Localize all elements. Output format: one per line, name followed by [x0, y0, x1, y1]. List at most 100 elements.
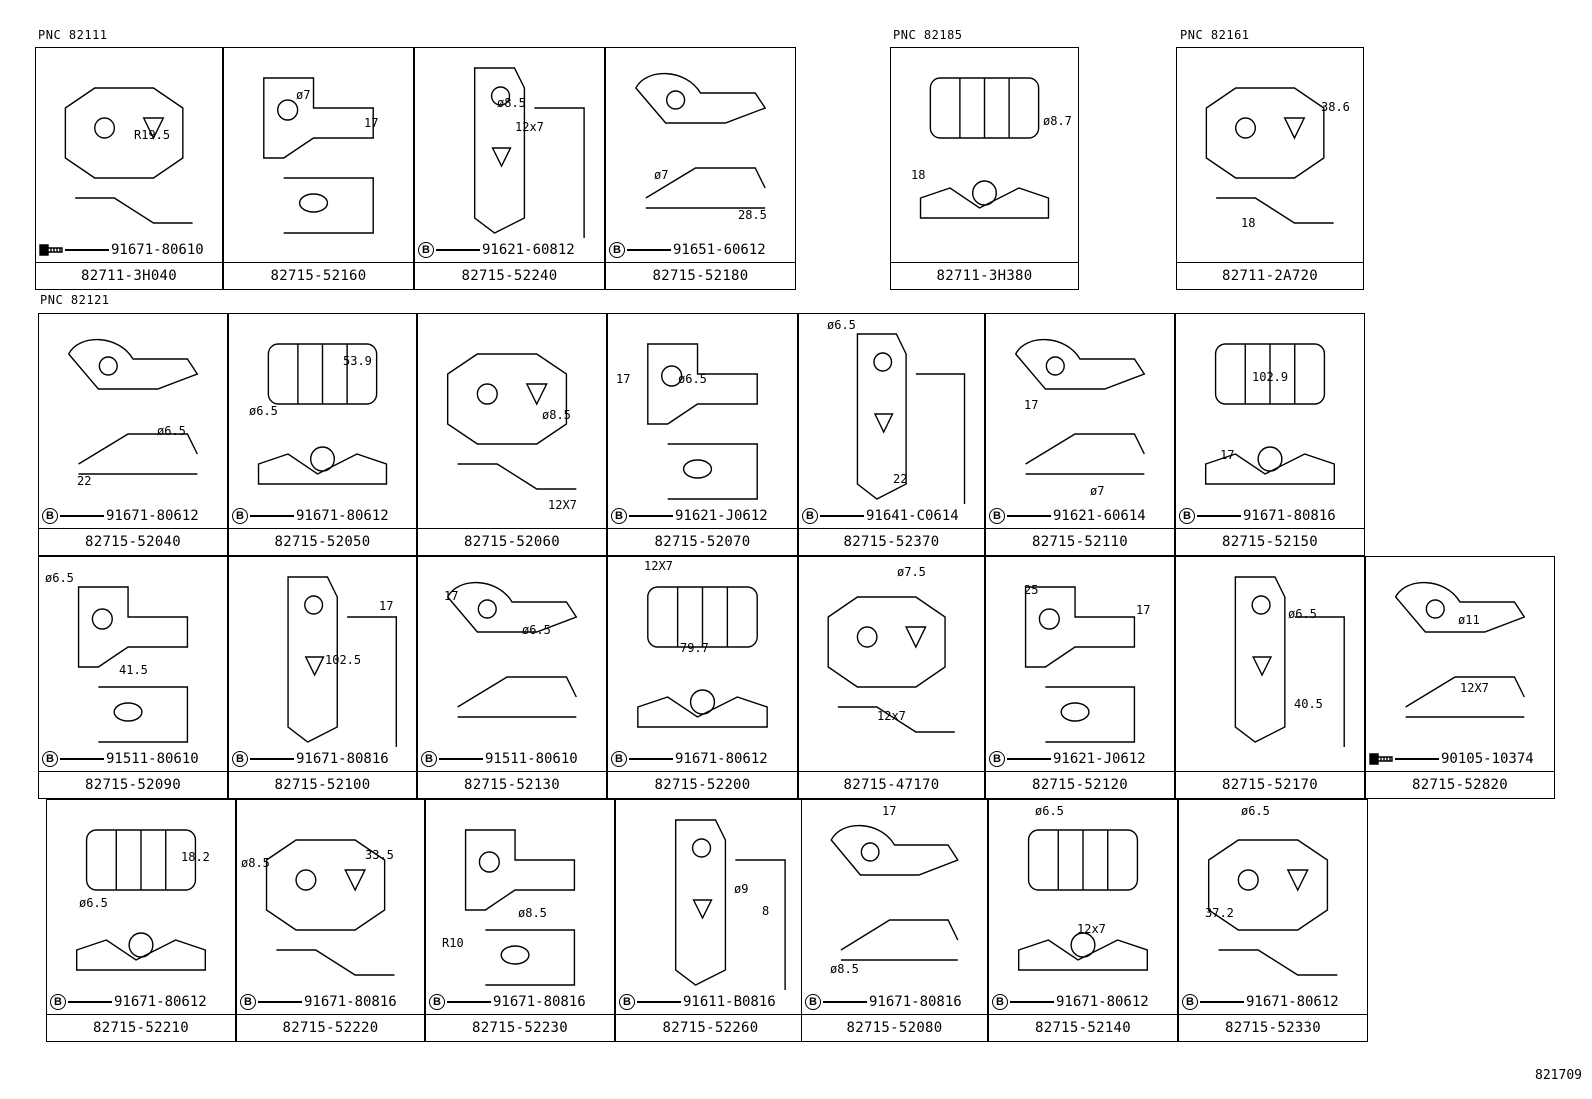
part-number: 82715-52050 [229, 528, 416, 555]
pnc-group-label: PNC 82185 [893, 28, 963, 42]
part-drawing [415, 48, 604, 263]
b-symbol-icon: B [42, 751, 58, 767]
part-number: 82715-52330 [1179, 1014, 1367, 1041]
part-number: 82711-3H380 [891, 262, 1078, 289]
b-symbol-icon: B [802, 508, 818, 524]
dimension-label: ø6.5 [522, 623, 551, 637]
dimension-label: ø6.5 [157, 424, 186, 438]
part-drawing [608, 557, 797, 772]
b-symbol-icon: B [611, 508, 627, 524]
bolt-icon [1369, 752, 1393, 766]
part-cell: ø6.5 40.5 82715-52170 [1175, 556, 1365, 799]
dimension-label: R19.5 [134, 128, 171, 142]
b-symbol-icon: B [240, 994, 256, 1010]
b-symbol-icon: B [232, 508, 248, 524]
dimension-label: ø6.5 [79, 896, 108, 910]
part-number: 82715-52110 [986, 528, 1174, 555]
dimension-label: 17 [1024, 398, 1039, 412]
part-number: 82715-52070 [608, 528, 797, 555]
part-number: 82715-52230 [426, 1014, 614, 1041]
part-drawing [47, 800, 235, 1015]
dimension-label: 22 [77, 474, 92, 488]
part-drawing [39, 557, 227, 772]
dimension-label: 22 [893, 472, 908, 486]
dimension-label: ø8.5 [497, 96, 526, 110]
part-number: 82715-52260 [616, 1014, 805, 1041]
fastener-number: 91671-80612 [1246, 994, 1339, 1010]
dimension-label: 37.2 [1205, 906, 1234, 920]
b-symbol-icon: B [429, 994, 445, 1010]
dimension-label: 40.5 [1294, 697, 1323, 711]
dimension-label: 12X7 [644, 559, 673, 573]
dimension-label: 41.5 [119, 663, 148, 677]
part-number: 82715-52240 [415, 262, 604, 289]
leader-line [1395, 758, 1439, 760]
dimension-label: ø6.5 [827, 318, 856, 332]
b-symbol-icon: B [992, 994, 1008, 1010]
leader-line [439, 758, 483, 760]
fastener-callout: B 91611-B0816 [619, 994, 776, 1010]
leader-line [820, 515, 864, 517]
part-number: 82715-52220 [237, 1014, 424, 1041]
part-number: 82715-52080 [802, 1014, 987, 1041]
leader-line [60, 758, 104, 760]
dimension-label: 12x7 [515, 120, 544, 134]
part-number: 82715-52140 [989, 1014, 1177, 1041]
part-drawing [799, 557, 984, 772]
fastener-number: 91671-80816 [304, 994, 397, 1010]
part-number: 82715-52120 [986, 771, 1174, 798]
part-number: 82715-52170 [1176, 771, 1364, 798]
dimension-label: 79.7 [680, 641, 709, 655]
fastener-number: 91621-60812 [482, 242, 575, 258]
leader-line [1007, 758, 1051, 760]
b-symbol-icon: B [619, 994, 635, 1010]
fastener-callout: B 91671-80612 [232, 508, 389, 524]
dimension-label: 17 [364, 116, 379, 130]
fastener-number: 91671-80612 [296, 508, 389, 524]
part-number: 82715-52160 [224, 262, 413, 289]
leader-line [629, 515, 673, 517]
dimension-label: R10 [442, 936, 464, 950]
fastener-number: 91671-80816 [1243, 508, 1336, 524]
dimension-label: 17 [379, 599, 394, 613]
fastener-number: 91671-80816 [869, 994, 962, 1010]
part-number: 82715-52200 [608, 771, 797, 798]
fastener-number: 91611-B0816 [683, 994, 776, 1010]
bolt-icon [39, 243, 63, 257]
b-symbol-icon: B [989, 751, 1005, 767]
pnc-group-label: PNC 82111 [38, 28, 108, 42]
leader-line [436, 249, 480, 251]
dimension-label: ø6.5 [1288, 607, 1317, 621]
leader-line [250, 515, 294, 517]
part-number: 82715-52100 [229, 771, 416, 798]
dimension-label: ø8.5 [542, 408, 571, 422]
dimension-label: 28.5 [738, 208, 767, 222]
part-number: 82715-52150 [1176, 528, 1364, 555]
figure-id: 821709 [1535, 1068, 1582, 1083]
part-drawing [1366, 557, 1554, 772]
fastener-number: 91511-80610 [485, 751, 578, 767]
part-number: 82715-52180 [606, 262, 795, 289]
dimension-label: 12x7 [877, 709, 906, 723]
part-number: 82715-52130 [418, 771, 606, 798]
dimension-label: 17 [882, 804, 897, 818]
part-drawing [616, 800, 805, 1015]
part-drawing [802, 800, 987, 1015]
fastener-number: 91621-J0612 [675, 508, 768, 524]
fastener-number: 91651-60612 [673, 242, 766, 258]
part-drawing [418, 314, 606, 529]
part-drawing [608, 314, 797, 529]
dimension-label: 38.6 [1321, 100, 1350, 114]
